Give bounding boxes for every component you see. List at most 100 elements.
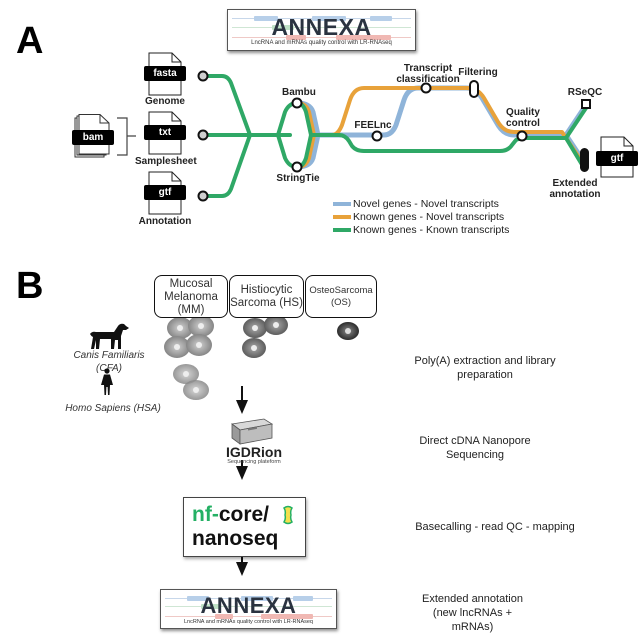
annexa-logo-title: ANNEXA bbox=[200, 593, 297, 618]
legend-item-novel-novel: Novel genes - Novel transcripts bbox=[333, 197, 509, 210]
panel-b-letter: B bbox=[16, 265, 44, 307]
node-genome bbox=[197, 70, 209, 82]
node-samplesheet bbox=[197, 129, 209, 141]
arrow-2-shaft bbox=[241, 460, 243, 468]
samplesheet-label: Samplesheet bbox=[135, 156, 197, 167]
step-basecalling-line1: Basecalling - read QC - mapping bbox=[415, 521, 575, 533]
quality-control-label: Quality control bbox=[505, 107, 541, 129]
genome-file-tag: fasta bbox=[144, 66, 186, 81]
species-cfa-code: (CFA) bbox=[96, 363, 122, 374]
line-genome bbox=[201, 74, 252, 137]
tumor-mm-line3: (MM) bbox=[177, 304, 205, 316]
tumor-hs-line2: Sarcoma (HS) bbox=[230, 297, 303, 309]
tumor-box-hs: Histiocytic Sarcoma (HS) bbox=[229, 275, 304, 318]
os-cells bbox=[337, 322, 359, 340]
arrow-3-shaft bbox=[241, 550, 243, 564]
tumor-mm-line2: Melanoma bbox=[164, 291, 218, 303]
genome-label: Genome bbox=[144, 96, 185, 107]
annexa-logo-title: ANNEXA bbox=[271, 14, 372, 40]
annexa-logo-bottom: ANNEXA LncRNA and mRNAs quality control … bbox=[160, 589, 337, 629]
node-stringtie bbox=[291, 161, 303, 173]
legend-swatch-orange bbox=[333, 214, 351, 219]
bambu-label: Bambu bbox=[282, 87, 316, 98]
samplesheet-file-tag: txt bbox=[144, 125, 186, 140]
species-cfa: Canis Familiaris (CFA) bbox=[70, 349, 148, 375]
tumor-hs-line1: Histiocytic bbox=[240, 284, 293, 296]
nf-core-apple-icon bbox=[282, 505, 294, 525]
transcript-classification-line1: Transcript bbox=[403, 63, 453, 74]
line-annotation bbox=[201, 133, 252, 198]
woman-icon bbox=[101, 368, 113, 395]
nf-core-name: core/ bbox=[218, 503, 270, 526]
hs-cells bbox=[242, 318, 288, 358]
tumor-box-mm: Mucosal Melanoma (MM) bbox=[154, 275, 228, 318]
quality-control-line1: Quality bbox=[506, 107, 540, 118]
dog-icon bbox=[90, 323, 129, 349]
bam-file-tag: bam bbox=[72, 130, 114, 145]
panel-a-letter: A bbox=[16, 20, 44, 62]
legend-item-known-known: Known genes - Known transcripts bbox=[333, 223, 509, 236]
step-extended-line1: Extended annotation bbox=[422, 593, 523, 605]
legend-label: Known genes - Novel transcripts bbox=[353, 210, 505, 223]
extended-annotation-line1: Extended bbox=[552, 178, 598, 189]
filtering-label: Filtering bbox=[458, 67, 498, 78]
annotation-label: Annotation bbox=[138, 216, 192, 227]
arrow-2-head bbox=[236, 466, 248, 480]
node-filtering bbox=[469, 80, 479, 98]
genome-file-icon: fasta bbox=[144, 52, 186, 96]
legend-swatch-green bbox=[333, 227, 351, 232]
tumor-mm-line1: Mucosal bbox=[169, 278, 213, 290]
legend-label: Known genes - Known transcripts bbox=[353, 223, 510, 236]
line-legend: Novel genes - Novel transcripts Known ge… bbox=[333, 197, 509, 236]
pipeline-metro-map bbox=[117, 70, 591, 202]
step-extended-line2: (new lncRNAs + bbox=[432, 607, 513, 619]
output-gtf-file-icon: gtf bbox=[596, 136, 638, 178]
annexa-logo-subtitle: LncRNA and mRNAs quality control with LR… bbox=[251, 40, 392, 46]
annexa-logo-top: ANNEXA LncRNA and mRNAs quality control … bbox=[227, 9, 416, 51]
step-sequencing: Direct cDNA Nanopore Sequencing bbox=[415, 434, 535, 462]
annexa-logo-subtitle: LncRNA and mRNAs quality control with LR… bbox=[184, 619, 313, 625]
node-quality-control bbox=[516, 130, 528, 142]
step-poly-a-line2: preparation bbox=[457, 369, 513, 381]
arrow-3-head bbox=[236, 562, 248, 576]
samplesheet-file-icon: txt bbox=[144, 111, 186, 155]
arrow-1-head bbox=[236, 400, 248, 414]
nf-prefix: nf- bbox=[192, 503, 219, 526]
step-extended-line3: mRNAs) bbox=[451, 621, 494, 633]
extended-annotation-line2: annotation bbox=[549, 189, 601, 200]
tumor-cells bbox=[164, 318, 359, 400]
step-basecalling: Basecalling - read QC - mapping bbox=[405, 520, 585, 534]
legend-swatch-blue bbox=[333, 201, 351, 206]
quality-control-line2: control bbox=[506, 118, 540, 129]
step-sequencing-line2: Sequencing bbox=[445, 449, 505, 461]
node-annotation bbox=[197, 190, 209, 202]
sequencer-subtitle: Sequencing plateform bbox=[227, 459, 281, 465]
hsa-cells bbox=[173, 364, 209, 400]
extended-annotation-label: Extended annotation bbox=[543, 178, 607, 200]
step-sequencing-line1: Direct cDNA Nanopore bbox=[419, 435, 531, 447]
annotation-file-icon: gtf bbox=[144, 171, 186, 215]
node-transcript-classification bbox=[420, 82, 432, 94]
species-hsa: Homo Sapiens (HSA) bbox=[58, 402, 168, 415]
output-gtf-file-tag: gtf bbox=[596, 151, 638, 166]
step-extended-annotation: Extended annotation (new lncRNAs + mRNAs… bbox=[420, 592, 525, 634]
node-feelnc bbox=[371, 130, 383, 142]
legend-item-known-novel: Known genes - Novel transcripts bbox=[333, 210, 509, 223]
bam-file-stack-icon: bam bbox=[72, 114, 114, 158]
feelnc-label: FEELnc bbox=[354, 120, 392, 131]
step-poly-a-line1: Poly(A) extraction and library bbox=[414, 355, 556, 367]
mm-cells bbox=[164, 318, 214, 358]
nf-core-pipeline-name: nanoseq bbox=[192, 527, 279, 550]
species-hsa-name: Homo Sapiens (HSA) bbox=[65, 403, 161, 414]
tumor-os-line1: OsteoSarcoma bbox=[309, 285, 373, 296]
transcript-classification-line2: classification bbox=[396, 74, 460, 85]
legend-label: Novel genes - Novel transcripts bbox=[353, 197, 499, 210]
node-extended-annotation bbox=[580, 148, 589, 172]
annotation-file-tag: gtf bbox=[144, 185, 186, 200]
transcript-classification-label: Transcript classification bbox=[396, 63, 460, 85]
node-bambu bbox=[291, 97, 303, 109]
flow-arrows bbox=[236, 386, 248, 576]
sequencer-icon bbox=[231, 418, 274, 445]
bam-bracket bbox=[117, 117, 136, 156]
tumor-box-os: OsteoSarcoma (OS) bbox=[305, 275, 377, 318]
